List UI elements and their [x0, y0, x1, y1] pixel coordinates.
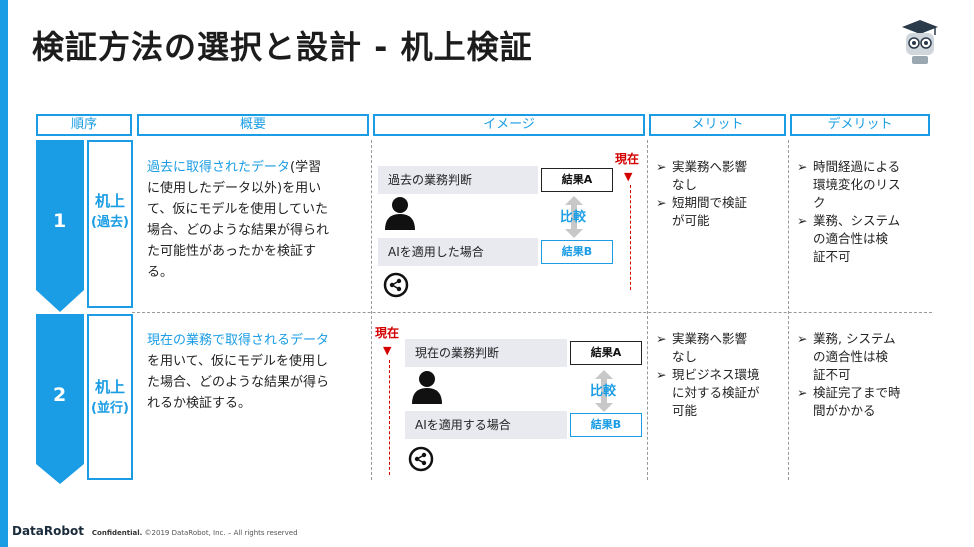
ai-case-bar: AIを適用した場合	[378, 238, 538, 266]
step-2-arrow-icon	[36, 314, 84, 484]
step-2-demerits: ➢業務, システム の適合性は検 証不可 ➢検証完了まで時 間がかかる	[797, 331, 901, 418]
result-b-box: 結果B	[570, 413, 642, 437]
step-1-label: 机上 (過去)	[87, 140, 133, 308]
step-2-overview: 現在の業務で取得されるデータ を用いて、仮にモデルを使用し た場合、どのような結…	[147, 330, 369, 414]
now-line	[630, 185, 631, 290]
compare-label: 比較	[590, 384, 617, 399]
col-divider	[788, 140, 789, 480]
step-2-label-sub: (並行)	[91, 401, 129, 416]
double-arrow-icon	[565, 196, 583, 238]
double-arrow-icon	[595, 370, 613, 412]
step-1-arrow-icon	[36, 140, 84, 312]
col-divider	[647, 140, 648, 480]
header-demerit: デメリット	[790, 114, 930, 136]
step-2-merits: ➢実業務へ影響 なし ➢現ビジネス環境 に対する検証が 可能	[656, 331, 760, 418]
header-merit: メリット	[649, 114, 786, 136]
header-order: 順序	[36, 114, 132, 136]
step-2-label-main: 机上	[94, 378, 125, 396]
person-icon	[385, 197, 415, 230]
overview-highlight: 過去に取得されたデータ	[147, 160, 291, 175]
overview-highlight: 現在の業務で取得されるデータ	[147, 333, 330, 348]
ai-brain-icon	[408, 446, 434, 472]
result-a-box: 結果A	[570, 341, 642, 365]
step-1-demerits: ➢時間経過による 環境変化のリス ク ➢業務、システム の適合性は検 証不可	[797, 159, 901, 264]
header-overview: 概要	[137, 114, 369, 136]
owl-graduate-icon	[902, 20, 938, 64]
result-b-box: 結果B	[541, 240, 613, 264]
step-1-number: 1	[53, 210, 67, 232]
row-divider	[132, 312, 932, 313]
left-accent-bar	[0, 0, 8, 547]
step-1-label-sub: (過去)	[91, 215, 129, 230]
step-2-label: 机上 (並行)	[87, 314, 133, 480]
past-business-bar: 過去の業務判断	[378, 166, 538, 194]
down-triangle-icon: ▼	[383, 344, 392, 357]
compare-label: 比較	[560, 210, 587, 225]
now-label: 現在	[375, 326, 400, 340]
ai-case-bar: AIを適用する場合	[405, 411, 567, 439]
now-label: 現在	[615, 152, 640, 166]
step-1-overview: 過去に取得されたデータ(学習 に使用したデータ以外)を用い て、仮にモデルを使用…	[147, 160, 330, 280]
header-image: イメージ	[373, 114, 645, 136]
col-divider	[371, 140, 372, 480]
footer: DataRobot Confidential. ©2019 DataRobot,…	[12, 524, 298, 538]
result-a-box: 結果A	[541, 168, 613, 192]
footer-brand: DataRobot	[12, 524, 84, 538]
slide-title: 検証方法の選択と設計 - 机上検証	[32, 28, 533, 66]
footer-confidential: Confidential. ©2019 DataRobot, Inc. – Al…	[91, 529, 298, 537]
current-business-bar: 現在の業務判断	[405, 339, 567, 367]
ai-brain-icon	[383, 272, 409, 298]
now-line	[389, 360, 390, 475]
step-1-label-main: 机上	[94, 192, 125, 210]
down-triangle-icon: ▼	[624, 170, 633, 183]
step-1-merits: ➢実業務へ影響 なし ➢短期間で検証 が可能	[656, 159, 748, 228]
step-2-number: 2	[53, 384, 67, 406]
person-icon	[412, 371, 442, 404]
